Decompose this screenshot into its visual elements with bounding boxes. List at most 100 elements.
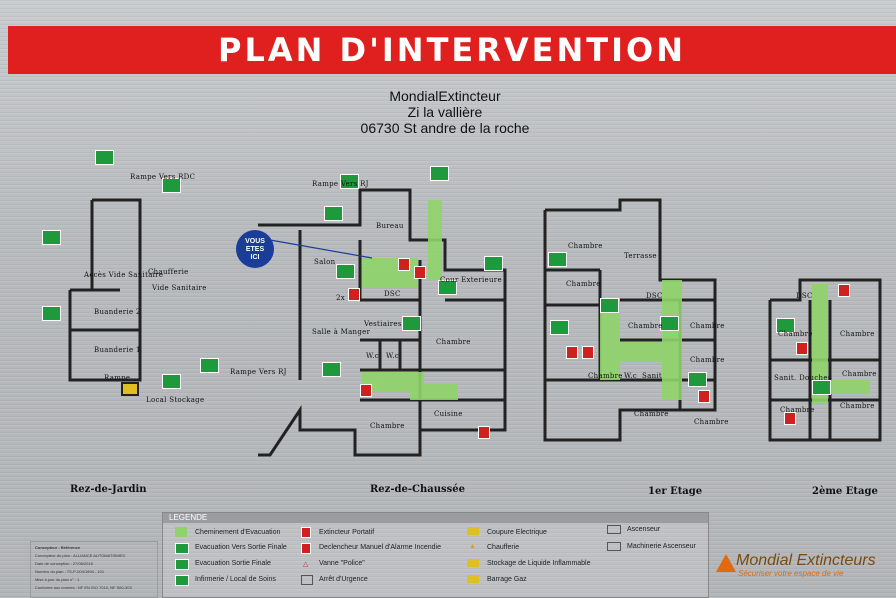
brand-name: Mondial Extincteurs [736, 552, 876, 569]
room-label: DSC [384, 290, 401, 298]
legend-box: LEGENDE Cheminement d'Evacuation Evacuat… [162, 512, 709, 598]
floor-label-rdc: Rez-de-Chaussée [370, 484, 465, 495]
room-label: Vestiaires [364, 320, 402, 328]
room-label: Rampe [104, 374, 131, 382]
room-label: W.c [624, 372, 638, 380]
exit-sign-icon [438, 280, 457, 295]
room-label: Local Stockage [146, 396, 205, 404]
extinguisher-icon [360, 384, 372, 397]
exit-sign-icon [175, 543, 189, 554]
exit-sign-icon [484, 256, 503, 271]
room-label: Rampe Vers RDC [130, 173, 196, 181]
address-line-2: Zi la vallière [407, 104, 483, 120]
extinguisher-icon [796, 342, 808, 355]
room-label: Chambre [780, 406, 815, 414]
legend-title: LEGENDE [163, 513, 708, 523]
room-label: W.c [386, 352, 400, 360]
room-label: 2x [336, 294, 346, 302]
legend-item: Extincteur Portatif [319, 529, 375, 536]
room-label: Buanderie 2 [94, 308, 141, 316]
extinguisher-icon [398, 258, 410, 271]
gas-valve-icon [467, 575, 479, 583]
exit-sign-icon [200, 358, 219, 373]
extinguisher-icon [301, 527, 311, 538]
plan-info-line: Date de conception : 27/06/2016 [35, 561, 93, 566]
emergency-stop-icon [301, 575, 313, 585]
electric-cutoff-icon [467, 527, 479, 535]
rdc-path-3 [410, 384, 458, 400]
room-label: Chaufferie [148, 268, 189, 276]
extinguisher-icon [784, 412, 796, 425]
e1-path-1 [600, 300, 620, 380]
floor-label-etage2: 2ème Etage [812, 486, 878, 497]
room-label: Accès Vide Sanitaire [84, 271, 164, 279]
exit-sign-icon [340, 174, 359, 189]
room-label: Chambre [842, 370, 877, 378]
extinguisher-icon [478, 426, 490, 439]
room-label: Cour Exterieure [440, 276, 502, 284]
plan-info-line: Concepteur du plan : ALLIANCE AUTOMATISM… [35, 553, 125, 558]
room-label: Chambre [436, 338, 471, 346]
legend-item: Machinerie Ascenseur [627, 543, 696, 550]
exit-sign-icon [162, 178, 181, 193]
room-label: Chambre [840, 402, 875, 410]
exit-sign-icon [336, 264, 355, 279]
room-label: Chambre [628, 322, 663, 330]
e2-path-2 [830, 380, 870, 394]
extinguisher-icon [582, 346, 594, 359]
room-label: Sanit [642, 372, 663, 380]
brand-logo-icon [716, 554, 736, 572]
exit-sign-icon [95, 150, 114, 165]
extinguisher-icon [698, 390, 710, 403]
room-label: DSC [646, 292, 663, 300]
exit-sign-icon [322, 362, 341, 377]
elevator-icon [607, 525, 621, 534]
extinguisher-icon [566, 346, 578, 359]
rdc-path-4 [428, 200, 442, 280]
extinguisher-icon [414, 266, 426, 279]
room-label: Bureau [376, 222, 404, 230]
etage2-walls [768, 278, 882, 442]
room-label: Chambre [588, 372, 623, 380]
room-label: Salon [314, 258, 336, 266]
exit-sign-icon [548, 252, 567, 267]
plan-info-line: Numéro du plan : TS-P-004/1994 - 101 [35, 569, 105, 574]
room-label: Chambre [566, 280, 601, 288]
exit-sign-icon [812, 380, 831, 395]
room-label: Chambre [840, 330, 875, 338]
first-aid-icon [402, 316, 421, 331]
exit-sign-icon [660, 316, 679, 331]
legend-item: Infirmerie / Local de Soins [195, 576, 276, 583]
room-label: Chambre [568, 242, 603, 250]
e1-path-3 [662, 280, 682, 400]
elevator-machinery-icon [607, 542, 621, 551]
legend-item: Vanne "Police" [319, 560, 365, 567]
exit-sign-icon [776, 318, 795, 333]
room-label: Buanderie 1 [94, 346, 141, 354]
room-label: Chambre [370, 422, 405, 430]
legend-item: Cheminement d'Evacuation [195, 529, 281, 536]
room-label: Vide Sanitaire [152, 284, 207, 292]
exit-sign-icon [324, 206, 343, 221]
room-label: Chambre [634, 410, 669, 418]
flammable-storage-icon [467, 559, 479, 567]
room-label: Sanit. Douches [774, 374, 832, 382]
exit-sign-icon [162, 374, 181, 389]
plan-info-line: Concepteur : Référence [35, 545, 81, 550]
room-label: Terrasse [624, 252, 657, 260]
boiler-icon: ▲ [469, 543, 476, 550]
valve-icon: △ [303, 561, 309, 568]
you-are-here-marker: VOUS ETES ICI [236, 230, 274, 268]
exit-sign-icon [175, 559, 189, 570]
room-label: Salle à Manger [312, 328, 371, 336]
room-label: Chambre [694, 418, 729, 426]
alarm-icon [301, 543, 311, 554]
address-line-3: 06730 St andre de la roche [360, 120, 530, 136]
legend-item: Evacuation Vers Sortie Finale [195, 544, 287, 551]
legend-item: Chaufferie [487, 544, 520, 551]
exit-sign-icon [42, 230, 61, 245]
path-swatch-icon [175, 527, 187, 537]
plan-title: PLAN D'INTERVENTION [217, 31, 687, 69]
room-label: Cuisine [434, 410, 463, 418]
